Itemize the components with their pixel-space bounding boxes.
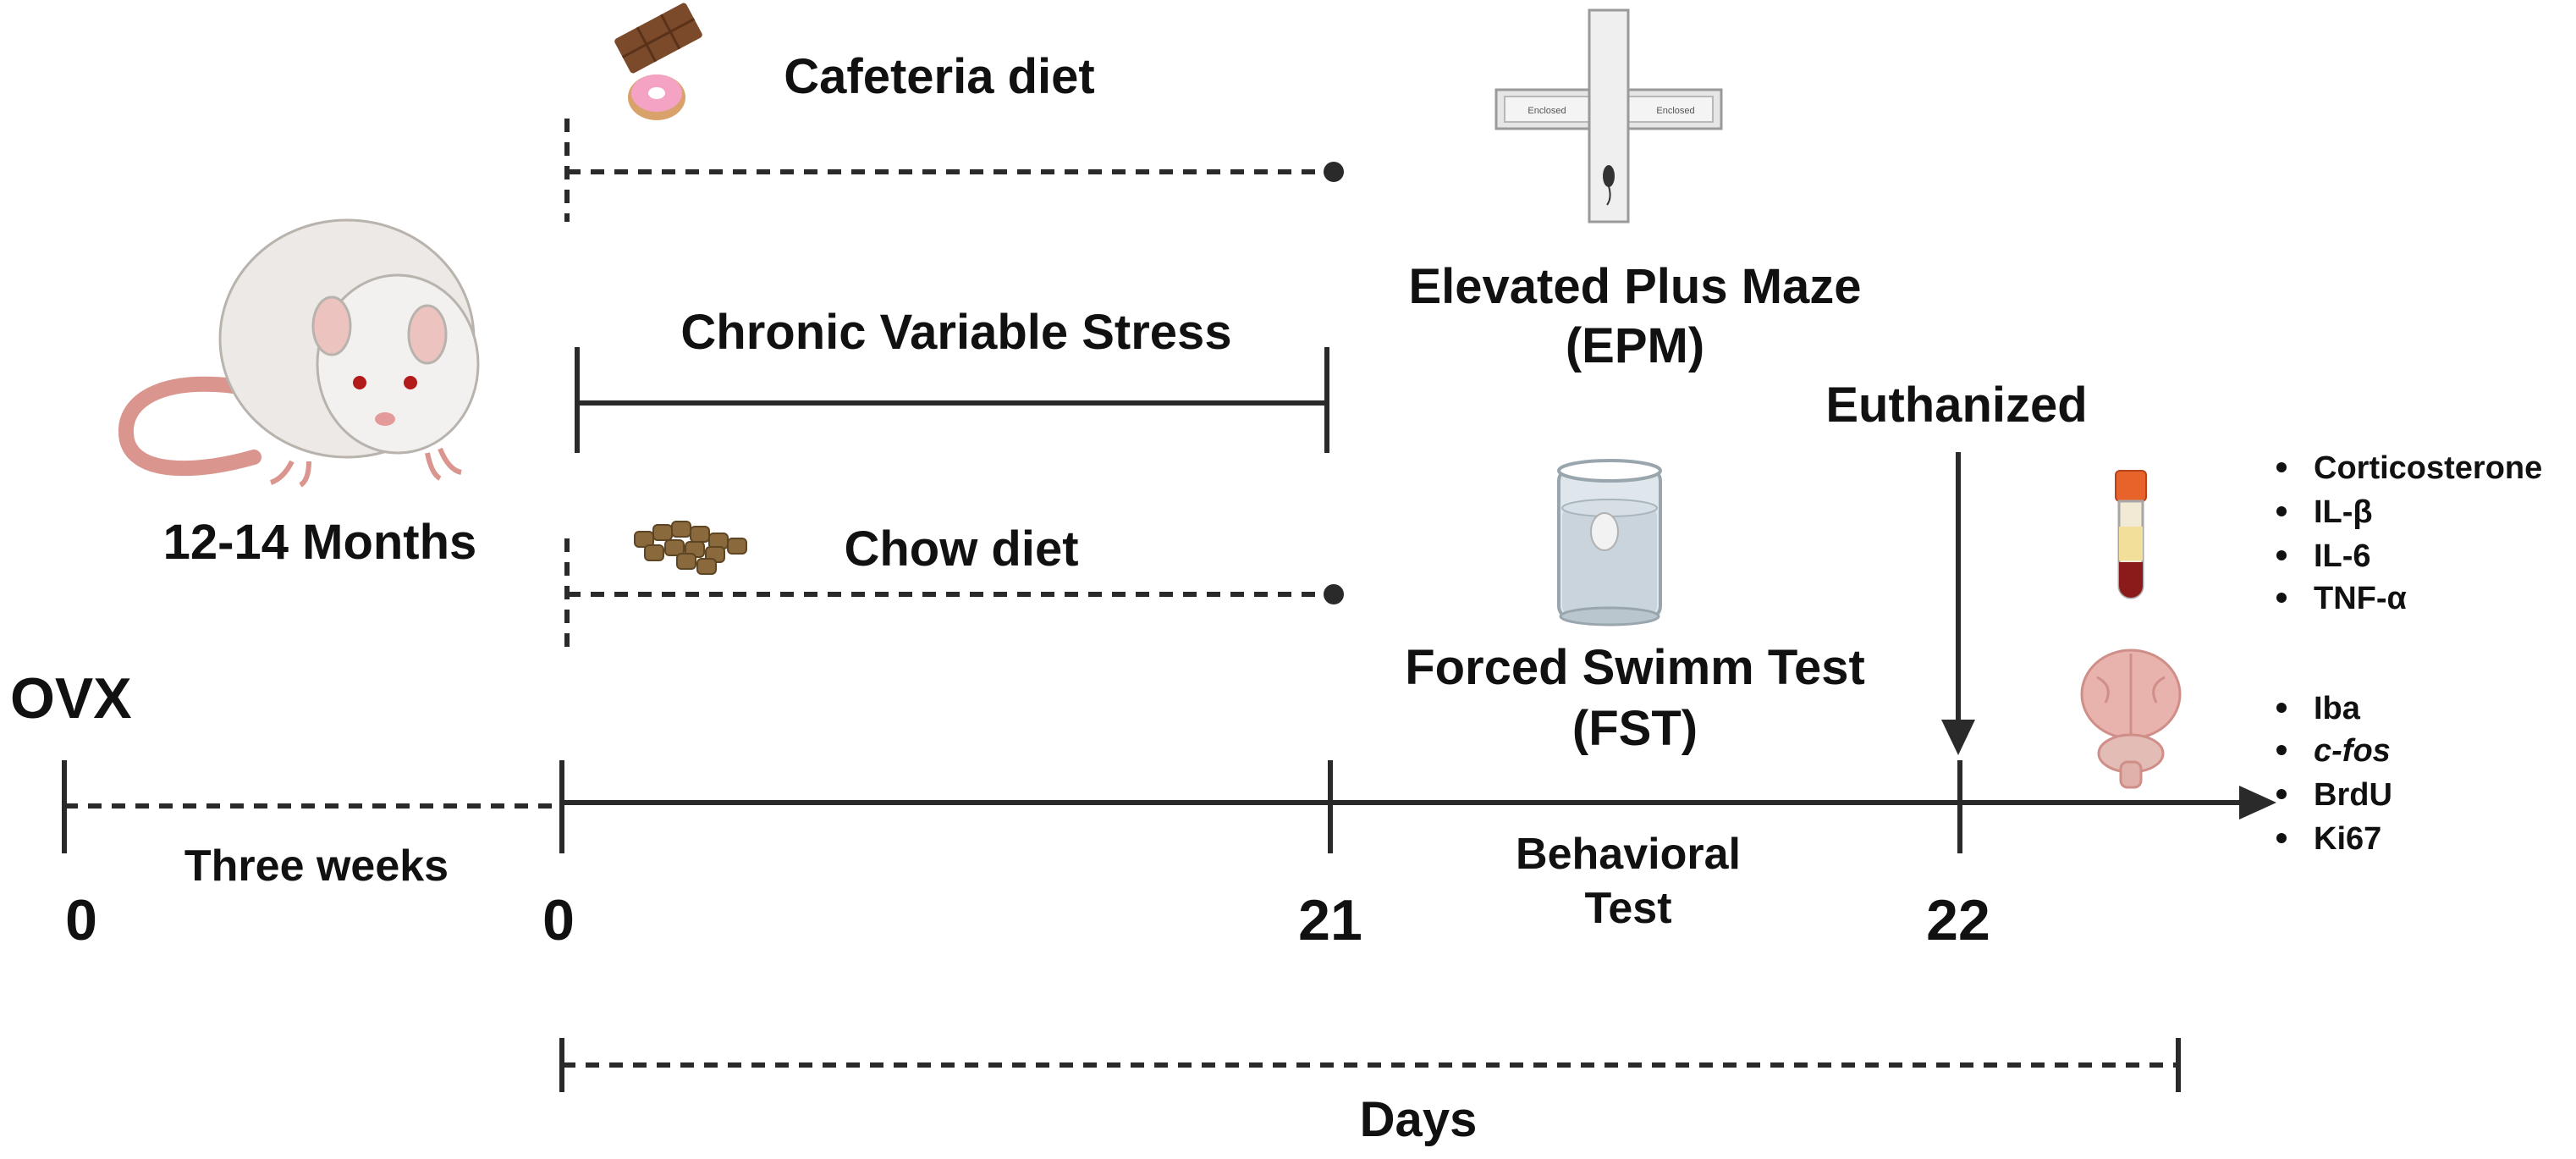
epm-label-line2: (EPM) [1566, 318, 1704, 373]
fst-label-line2: (FST) [1572, 701, 1698, 756]
tick-ovx-day0: 0 [65, 888, 97, 952]
cafeteria-diet-label: Cafeteria diet [784, 49, 1094, 104]
tick-day21: 21 [1298, 888, 1362, 952]
bullet-icon [2276, 593, 2287, 603]
blood-marker-item: TNF-α [2314, 581, 2407, 616]
brain-marker-list: Iba c-fos BrdU Ki67 [2276, 691, 2392, 857]
blood-marker-list: Corticosterone IL-β IL-6 TNF-α [2276, 450, 2542, 616]
timeline-arrowhead [2239, 786, 2276, 820]
fst-label-line1: Forced Swimm Test [1405, 640, 1865, 695]
chow-end-dot [1324, 584, 1344, 604]
chow-pellets-icon [634, 521, 747, 575]
blood-marker-item: Corticosterone [2314, 450, 2542, 486]
brain-icon [2080, 648, 2182, 789]
maze-arm-right-label: Enclosed [1656, 106, 1694, 116]
maze-arm-left-label: Enclosed [1527, 106, 1566, 116]
behavioral-test-label-line2: Test [1584, 884, 1671, 933]
swim-tank-icon [1557, 459, 1662, 626]
tick-day22: 22 [1926, 888, 1990, 952]
brain-marker-item: Iba [2314, 691, 2361, 726]
bullet-icon [2276, 550, 2287, 560]
chocolate-bar-icon [614, 3, 702, 74]
chow-diet-label: Chow diet [844, 522, 1078, 577]
brain-marker-item: BrdU [2314, 777, 2392, 813]
blood-marker-item: IL-β [2314, 494, 2373, 530]
brain-marker-item: Ki67 [2314, 821, 2381, 857]
euthanized-label: Euthanized [1825, 378, 2087, 433]
stress-label: Chronic Variable Stress [680, 305, 1231, 360]
bullet-icon [2276, 703, 2287, 713]
bullet-icon [2276, 789, 2287, 799]
elevated-plus-maze-icon: Enclosed Enclosed [1494, 8, 1723, 224]
behavioral-test-label-line1: Behavioral [1516, 830, 1741, 879]
bullet-icon [2276, 745, 2287, 755]
tick-day0: 0 [542, 888, 575, 952]
epm-label-line1: Elevated Plus Maze [1408, 259, 1861, 314]
age-label: 12-14 Months [163, 515, 477, 570]
euthanized-arrowhead [1941, 720, 1975, 755]
bullet-icon [2276, 506, 2287, 516]
bullet-icon [2276, 833, 2287, 843]
days-label: Days [1360, 1092, 1478, 1147]
brain-marker-item-italic: c-fos [2314, 733, 2391, 769]
blood-tube-icon [2115, 470, 2147, 599]
blood-marker-item: IL-6 [2314, 538, 2371, 574]
donut-icon [628, 75, 685, 120]
cafeteria-end-dot [1324, 162, 1344, 182]
three-weeks-label: Three weeks [184, 842, 449, 891]
rat-icon [118, 218, 480, 488]
bullet-icon [2276, 462, 2287, 472]
ovx-label: OVX [10, 666, 132, 731]
